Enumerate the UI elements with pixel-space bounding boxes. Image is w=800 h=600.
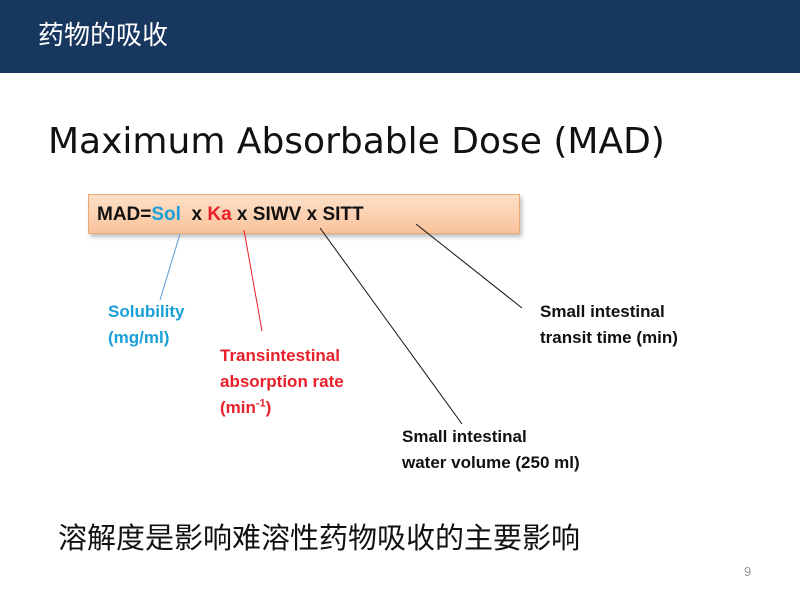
formula-prefix: MAD= [97, 204, 152, 225]
slide-title: Maximum Absorbable Dose (MAD) [48, 121, 665, 162]
formula-rest: x SIWV x SITT [231, 204, 364, 225]
connector-sol [159, 233, 181, 301]
formula-ka: Ka [207, 204, 232, 225]
label-ka-line3: (min-1) [220, 395, 344, 421]
label-ka-line2: absorption rate [220, 372, 344, 391]
label-ka-unit-pre: (min [220, 398, 256, 417]
label-ka-unit-post: ) [265, 398, 272, 417]
connector-siwv [319, 227, 463, 425]
formula-text: MAD=Sol x Ka x SIWV x SITT [97, 203, 364, 227]
formula-sol: Sol [151, 204, 181, 225]
label-solubility-line1: Solubility [108, 302, 185, 321]
header-bar: 药物的吸收 [0, 0, 800, 73]
bottom-statement: 溶解度是影响难溶性药物吸收的主要影响 [58, 521, 581, 555]
label-solubility-line2: (mg/ml) [108, 328, 170, 347]
connector-ka [243, 229, 263, 332]
header-title: 药物的吸收 [38, 21, 169, 51]
label-water-volume: Small intestinal water volume (250 ml) [402, 424, 580, 476]
connector-sitt [415, 223, 523, 309]
label-sitt-line2: transit time (min) [540, 328, 678, 347]
label-siwv-line2: water volume (250 ml) [402, 453, 580, 472]
formula-sep: x [180, 204, 208, 225]
label-absorption-rate: Transintestinal absorption rate (min-1) [220, 343, 344, 421]
label-sitt-line1: Small intestinal [540, 302, 665, 321]
label-transit-time: Small intestinal transit time (min) [540, 299, 678, 351]
label-solubility: Solubility (mg/ml) [108, 299, 185, 351]
label-ka-unit-sup: -1 [255, 397, 266, 410]
page-number: 9 [744, 564, 752, 579]
label-siwv-line1: Small intestinal [402, 427, 527, 446]
label-ka-line1: Transintestinal [220, 346, 340, 365]
formula-box: MAD=Sol x Ka x SIWV x SITT [88, 194, 520, 234]
